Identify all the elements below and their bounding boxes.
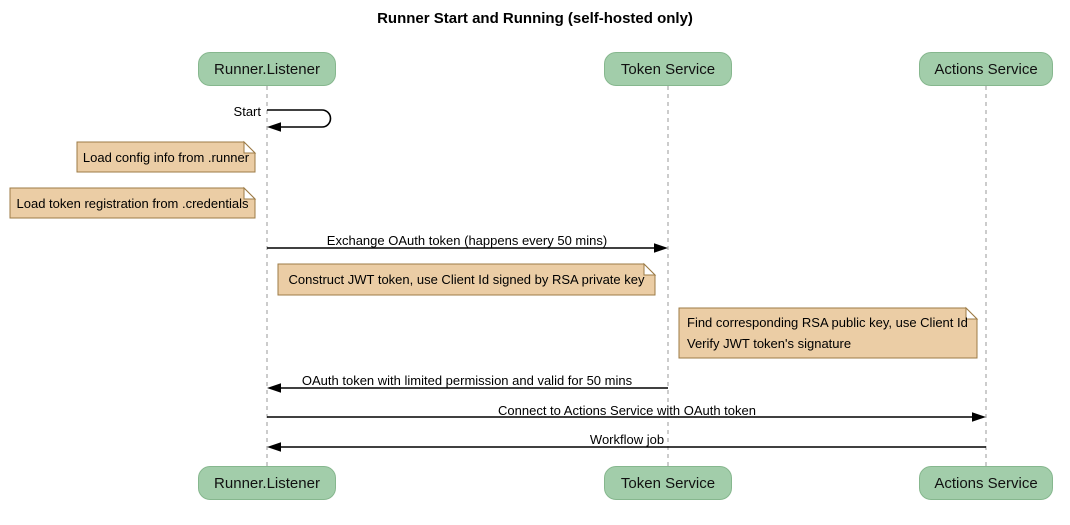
message-label-oauth-token-return: OAuth token with limited permission and … [301,373,633,388]
participant-runner-listener-top: Runner.Listener [198,52,336,86]
note-shape-load-config [76,141,256,173]
participant-label: Actions Service [934,60,1038,78]
note-fold-load-config [243,140,257,154]
note-find-rsa-key: Find corresponding RSA public key, use C… [687,312,971,354]
participant-label: Token Service [620,60,716,78]
arrowhead-connect-actions [972,412,986,422]
note-fold-load-token-registration [243,186,257,200]
participant-label: Actions Service [934,474,1038,492]
note-find-rsa-key-line-1: Find corresponding RSA public key, use C… [687,315,968,330]
note-fold-find-rsa-key [965,306,979,320]
arrowhead-workflow-job [267,442,281,452]
note-shape-find-rsa-key [678,307,978,359]
participant-actions-service-top: Actions Service [919,52,1053,86]
participant-label: Runner.Listener [214,474,320,492]
participant-runner-listener-bottom: Runner.Listener [198,466,336,500]
participant-token-service-top: Token Service [604,52,732,86]
arrowhead-start [267,122,281,132]
note-construct-jwt: Construct JWT token, use Client Id signe… [288,272,645,287]
message-label-exchange-oauth: Exchange OAuth token (happens every 50 m… [326,233,608,248]
note-fold-construct-jwt [643,262,657,276]
participant-actions-service-bottom: Actions Service [919,466,1053,500]
note-load-token-registration: Load token registration from .credential… [16,195,249,211]
participant-token-service-bottom: Token Service [604,466,732,500]
message-arrow-start-self-loop [267,109,332,128]
note-find-rsa-key-line-2: Verify JWT token's signature [687,336,852,351]
message-label-connect-actions: Connect to Actions Service with OAuth to… [498,403,756,418]
arrowhead-oauth-token-return [267,383,281,393]
participant-label: Token Service [620,474,716,492]
message-label-start: Start [233,104,261,119]
note-load-config: Load config info from .runner [82,149,250,165]
arrowhead-exchange-oauth [654,243,668,253]
note-shape-load-token-registration [9,187,256,219]
diagram-title: Runner Start and Running (self-hosted on… [377,10,693,27]
note-shape-construct-jwt [277,263,656,296]
message-label-workflow-job: Workflow job [589,432,665,447]
participant-label: Runner.Listener [214,60,320,78]
